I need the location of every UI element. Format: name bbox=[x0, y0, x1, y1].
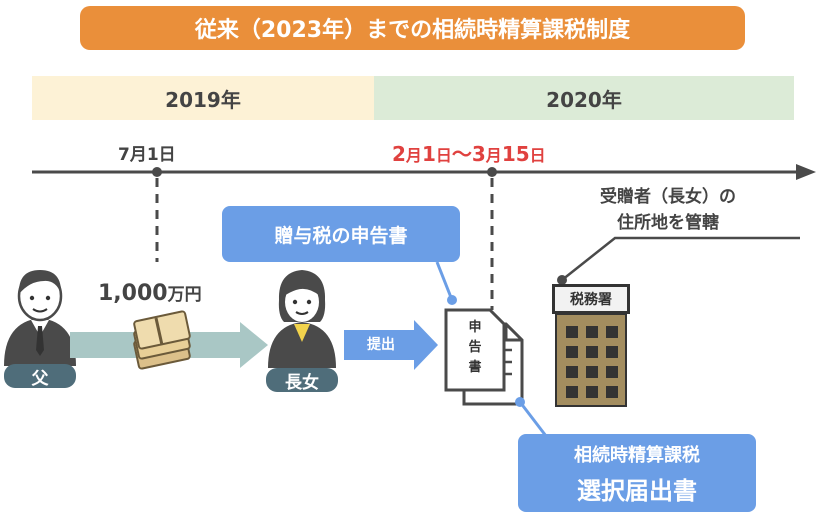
election-form-line2: 選択届出書 bbox=[577, 476, 697, 505]
jurisdiction-line2: 住所地を管轄 bbox=[617, 213, 719, 233]
gift-tax-return-text: 贈与税の申告書 bbox=[274, 224, 408, 247]
money-stack-icon bbox=[133, 310, 191, 370]
gift-amount-value: 1,000 bbox=[98, 281, 168, 306]
gift-date-label: 7月1日 bbox=[118, 145, 176, 165]
gift-tax-callout-dot bbox=[447, 295, 457, 305]
timeline-marker-gift bbox=[152, 167, 162, 177]
filing-start-month: 2 bbox=[392, 142, 406, 166]
filing-period-sep: 〜 bbox=[451, 142, 472, 166]
document-stack-icon bbox=[444, 308, 524, 406]
submit-arrow-head bbox=[414, 320, 438, 370]
election-form-line1: 相続時精算課税 bbox=[574, 444, 700, 466]
father-label: 父 bbox=[4, 364, 76, 389]
jurisdiction-leader-dot bbox=[557, 275, 567, 285]
filing-start-day-unit: 日 bbox=[435, 146, 452, 165]
timeline-arrowhead bbox=[796, 164, 816, 180]
filing-start-month-unit: 月 bbox=[405, 146, 422, 165]
year-label-2020: 2020年 bbox=[546, 87, 622, 112]
submit-arrow-body bbox=[344, 330, 414, 360]
filing-end-day: 15 bbox=[501, 142, 530, 166]
document-char-2: 告 bbox=[468, 340, 482, 355]
submit-label: 提出 bbox=[367, 337, 395, 353]
tax-office-label: 税務署 bbox=[552, 284, 630, 314]
year-band-2020: 2020年 bbox=[374, 76, 794, 120]
daughter-label: 長女 bbox=[266, 368, 338, 393]
jurisdiction-leader bbox=[561, 236, 800, 281]
daughter-icon bbox=[268, 270, 336, 368]
filing-end-month: 3 bbox=[471, 142, 486, 166]
filing-end-month-unit: 月 bbox=[485, 146, 502, 165]
jurisdiction-line1: 受贈者（長女）の bbox=[600, 187, 736, 207]
document-char-3: 書 bbox=[468, 360, 482, 375]
election-callout-dot bbox=[515, 397, 525, 407]
filing-start-day: 1 bbox=[421, 142, 436, 166]
timeline-marker-filing bbox=[487, 167, 497, 177]
gift-amount: 1,000万円 bbox=[98, 280, 202, 306]
document-text: 申 告 書 bbox=[464, 318, 486, 378]
gift-tax-callout-leader bbox=[435, 261, 454, 301]
election-callout-leader bbox=[518, 401, 548, 437]
gift-amount-unit: 万円 bbox=[167, 285, 202, 305]
year-band-2019: 2019年 bbox=[32, 76, 374, 120]
gift-tax-return-callout: 贈与税の申告書 bbox=[222, 206, 460, 262]
tax-office-building-icon bbox=[555, 313, 627, 407]
jurisdiction-note: 受贈者（長女）の 住所地を管轄 bbox=[600, 184, 736, 236]
election-form-callout: 相続時精算課税 選択届出書 bbox=[518, 434, 756, 512]
diagram-title: 従来（2023年）までの相続時精算課税制度 bbox=[80, 6, 745, 50]
filing-period-label: 2月1日〜3月15日 bbox=[392, 138, 546, 167]
gift-arrow-head bbox=[240, 322, 268, 368]
father-icon bbox=[4, 270, 76, 366]
year-label-2019: 2019年 bbox=[165, 87, 241, 112]
filing-end-day-unit: 日 bbox=[529, 146, 546, 165]
document-char-1: 申 bbox=[468, 320, 482, 335]
